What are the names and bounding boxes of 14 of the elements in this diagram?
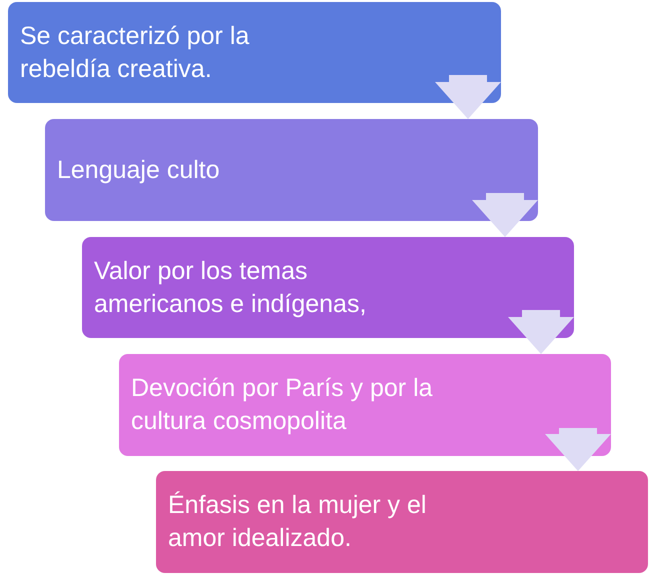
step-box xyxy=(156,471,648,573)
down-arrow xyxy=(508,310,574,354)
down-arrow xyxy=(472,193,538,237)
step-text: Se caracterizó por la rebeldía creativa. xyxy=(20,20,250,84)
step-box xyxy=(8,2,501,103)
step-text: Énfasis en la mujer y el amor idealizado. xyxy=(168,490,428,554)
step-box xyxy=(45,119,538,221)
step-text: Devoción por París y por la cultura cosmopolita xyxy=(131,373,433,437)
step-text: Lenguaje culto xyxy=(57,154,221,186)
down-arrow xyxy=(545,428,611,471)
down-arrow xyxy=(435,75,501,119)
step-box xyxy=(119,354,611,456)
step-text: Valor por los temas americanos e indígenas, xyxy=(94,256,368,320)
step-box xyxy=(82,237,574,338)
